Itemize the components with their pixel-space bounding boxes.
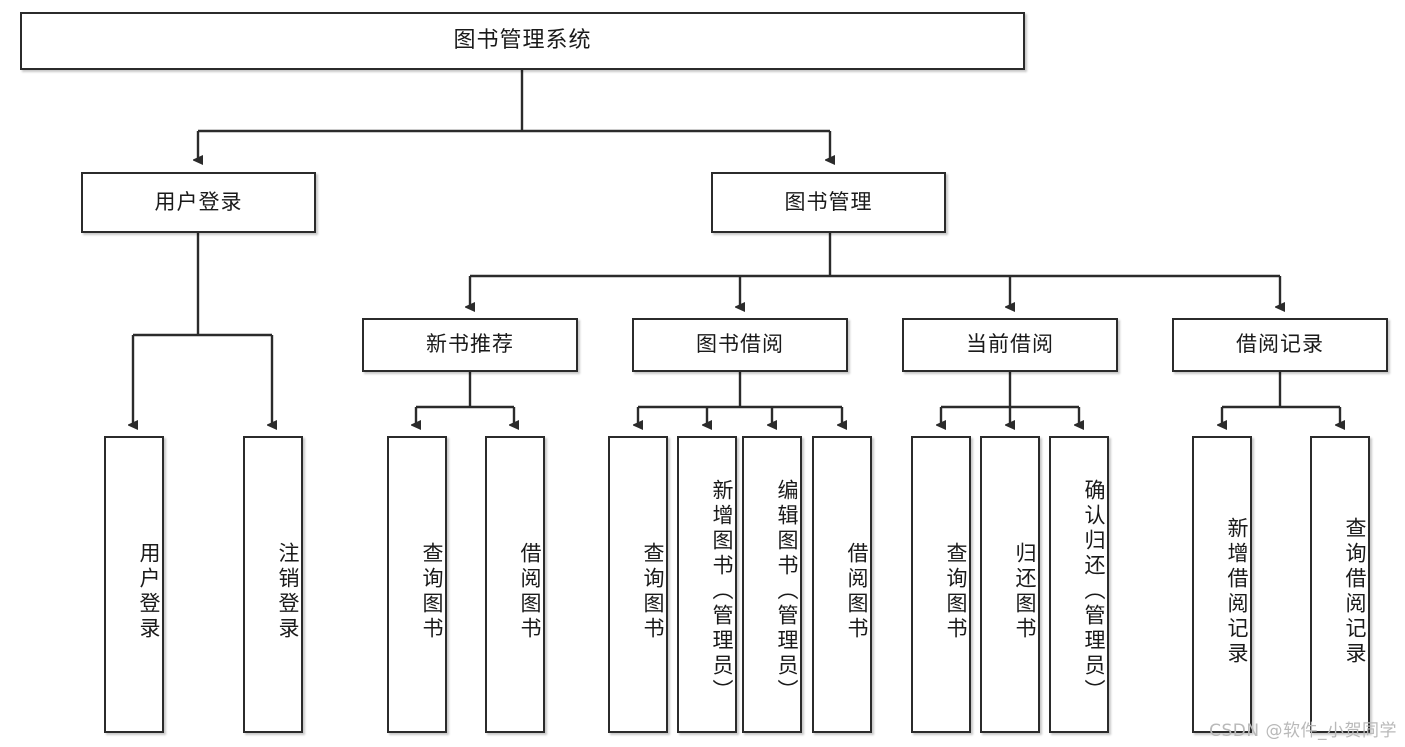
node-label: 归还图书	[1013, 541, 1037, 642]
node-label: 借阅记录	[1236, 332, 1324, 357]
node-current-borrow[interactable]: 当前借阅	[902, 318, 1118, 372]
node-user-login[interactable]: 用户登录	[81, 172, 316, 233]
node-label: 借阅图书	[518, 541, 542, 642]
node-label: 注销登录	[276, 541, 300, 642]
leaf-borrow-record-query-record[interactable]: 查询借阅记录	[1310, 436, 1370, 733]
node-book-borrow[interactable]: 图书借阅	[632, 318, 848, 372]
node-label: 查询借阅记录	[1343, 516, 1367, 667]
leaf-current-borrow-return-book[interactable]: 归还图书	[980, 436, 1040, 733]
node-label: 图书借阅	[696, 332, 784, 357]
leaf-new-book-borrow-book[interactable]: 借阅图书	[485, 436, 545, 733]
node-label: 查询图书	[641, 541, 665, 642]
node-label: 编辑图书（管理员）	[775, 479, 799, 704]
leaf-current-borrow-confirm-return-admin[interactable]: 确认归还（管理员）	[1049, 436, 1109, 733]
node-label: 当前借阅	[966, 332, 1054, 357]
leaf-current-borrow-query-book[interactable]: 查询图书	[911, 436, 971, 733]
node-label: 查询图书	[420, 541, 444, 642]
node-root-book-management-system[interactable]: 图书管理系统	[20, 12, 1025, 70]
node-label: 新书推荐	[426, 332, 514, 357]
leaf-book-borrow-add-book-admin[interactable]: 新增图书（管理员）	[677, 436, 737, 733]
node-label: 图书管理	[784, 189, 873, 214]
leaf-book-borrow-edit-book-admin[interactable]: 编辑图书（管理员）	[742, 436, 802, 733]
node-label: 查询图书	[944, 541, 968, 642]
node-label: 图书管理系统	[453, 27, 592, 53]
csdn-watermark: CSDN @软件_小贺同学	[1209, 721, 1397, 741]
node-label: 用户登录	[137, 541, 161, 642]
leaf-book-borrow-borrow-book[interactable]: 借阅图书	[812, 436, 872, 733]
leaf-user-login-logout[interactable]: 注销登录	[243, 436, 303, 733]
node-label: 新增图书（管理员）	[710, 479, 734, 704]
node-label: 借阅图书	[845, 541, 869, 642]
node-book-management[interactable]: 图书管理	[711, 172, 946, 233]
node-new-book-recommend[interactable]: 新书推荐	[362, 318, 578, 372]
leaf-borrow-record-add-record[interactable]: 新增借阅记录	[1192, 436, 1252, 733]
node-label: 确认归还（管理员）	[1082, 479, 1106, 704]
leaf-new-book-query-book[interactable]: 查询图书	[387, 436, 447, 733]
node-label: 用户登录	[154, 189, 243, 214]
leaf-book-borrow-query-book[interactable]: 查询图书	[608, 436, 668, 733]
leaf-user-login-login[interactable]: 用户登录	[104, 436, 164, 733]
node-label: 新增借阅记录	[1225, 516, 1249, 667]
node-borrow-record[interactable]: 借阅记录	[1172, 318, 1388, 372]
